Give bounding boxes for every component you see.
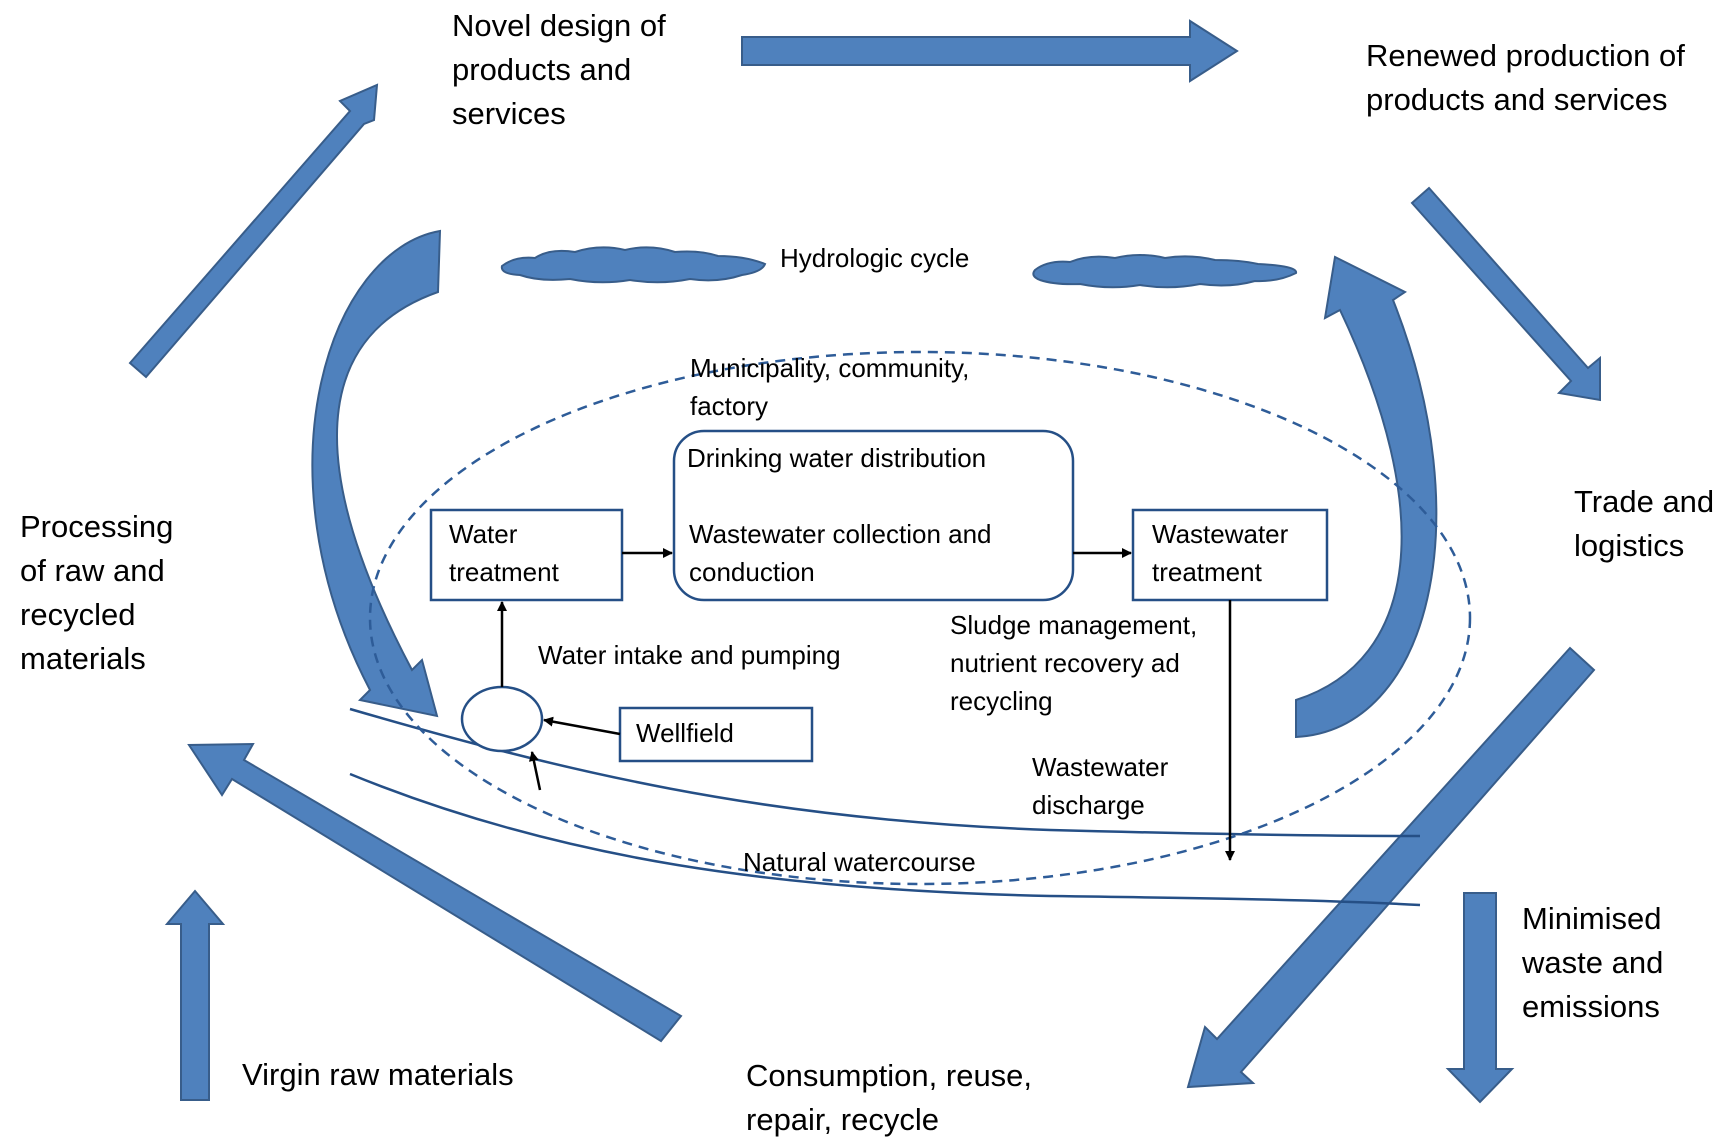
label-distribution-line1: Drinking water distribution [687,443,987,473]
label-novel-design: Novel design of products and services [452,8,666,131]
label-renewed-production: Renewed production of products and servi… [1366,38,1685,117]
label-distribution-line2: Wastewater collection and conduction [689,519,992,587]
wellfield-box [618,706,814,763]
watercourse-bank-lower [349,772,1421,907]
curved-arrow-left [311,229,442,718]
watercourse-bank-upper [349,707,1421,838]
arrow-wellfield-to-pump [543,716,621,736]
cloud-left [500,246,767,284]
label-municipality: Municipality, community, factory [690,353,970,421]
label-wellfield: Wellfield [636,718,734,748]
water-treatment-box [429,508,624,602]
arrow-virgin-up [164,889,226,1101]
label-minimised-waste: Minimised waste and emissions [1522,901,1664,1024]
arrow-minimised-waste-down [1445,892,1515,1104]
label-virgin-raw-materials: Virgin raw materials [242,1057,514,1092]
wastewater-treatment-box [1131,508,1329,602]
pump-circle [460,685,544,753]
arrow-to-consumption [1186,646,1596,1089]
label-natural-watercourse: Natural watercourse [743,847,976,877]
label-wastewater-discharge: Wastewater discharge [1032,752,1169,820]
arrow-production-to-trade [1410,186,1601,402]
label-water-treatment: Water treatment [449,519,559,587]
municipality-boundary [368,350,1472,886]
arrow-ground-to-pump [528,751,542,791]
curved-arrow-right [1295,255,1438,739]
label-water-intake: Water intake and pumping [538,640,841,670]
distribution-box [672,429,1075,602]
arrow-processing-to-design [128,83,379,379]
arrow-design-to-production [741,19,1239,83]
label-hydrologic-cycle: Hydrologic cycle [780,243,970,273]
label-wastewater-treatment: Wastewater treatment [1152,519,1289,587]
cloud-right [1032,254,1297,289]
label-sludge: Sludge management, nutrient recovery ad … [950,610,1198,716]
label-processing: Processing of raw and recycled materials [20,509,174,676]
label-trade-logistics: Trade and logistics [1574,484,1715,563]
arrow-consumption-to-processing [187,742,683,1043]
label-consumption: Consumption, reuse, repair, recycle [746,1058,1033,1137]
